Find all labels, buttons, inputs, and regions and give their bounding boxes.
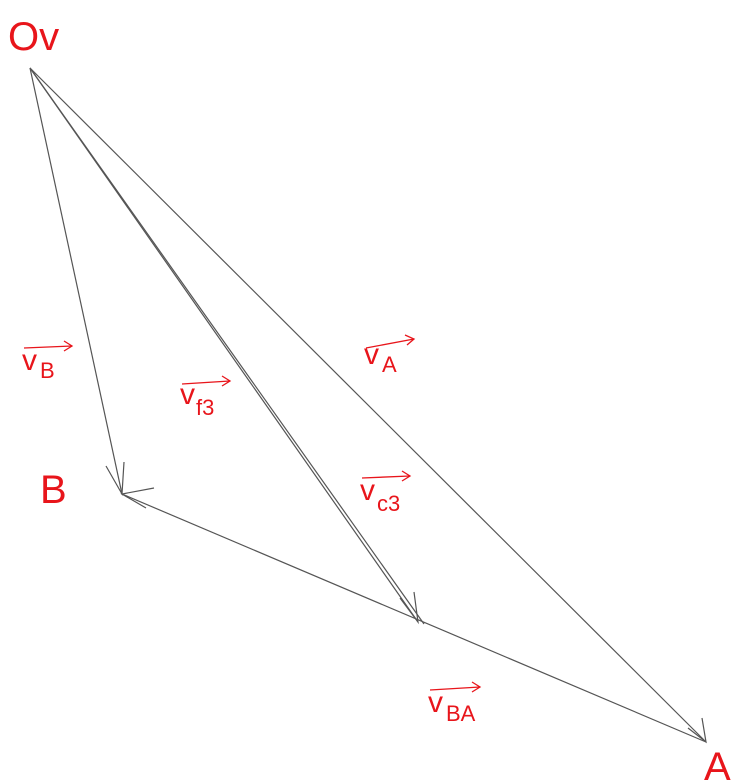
arrowhead-ba bbox=[120, 487, 155, 509]
svg-text:v: v bbox=[22, 344, 37, 377]
vector-label-vc3: v c3 bbox=[360, 470, 412, 516]
arrowhead-f3 bbox=[399, 591, 419, 625]
vector-line-vc3 bbox=[29, 67, 425, 625]
vector-label-vf3: v f3 bbox=[180, 375, 232, 420]
point-label-ov: Ov bbox=[8, 15, 59, 59]
vector-line-vb bbox=[29, 67, 123, 495]
vector-label-vb: v B bbox=[22, 340, 74, 383]
svg-text:BA: BA bbox=[446, 701, 476, 726]
svg-text:v: v bbox=[180, 378, 195, 411]
svg-text:c3: c3 bbox=[377, 491, 400, 516]
vector-label-va: v A bbox=[364, 334, 416, 377]
vector-line-vba bbox=[121, 493, 707, 743]
svg-text:v: v bbox=[364, 338, 379, 371]
svg-text:B: B bbox=[40, 358, 55, 383]
vector-label-vba: v BA bbox=[428, 681, 482, 726]
vector-line-vf3 bbox=[29, 67, 419, 623]
point-label-b: B bbox=[40, 468, 67, 512]
svg-text:v: v bbox=[360, 474, 375, 507]
svg-text:v: v bbox=[428, 686, 443, 719]
vector-line-va bbox=[29, 67, 707, 743]
point-label-a: A bbox=[704, 745, 731, 780]
arrowhead-a bbox=[687, 717, 707, 744]
svg-text:f3: f3 bbox=[196, 395, 214, 420]
svg-text:A: A bbox=[382, 352, 397, 377]
